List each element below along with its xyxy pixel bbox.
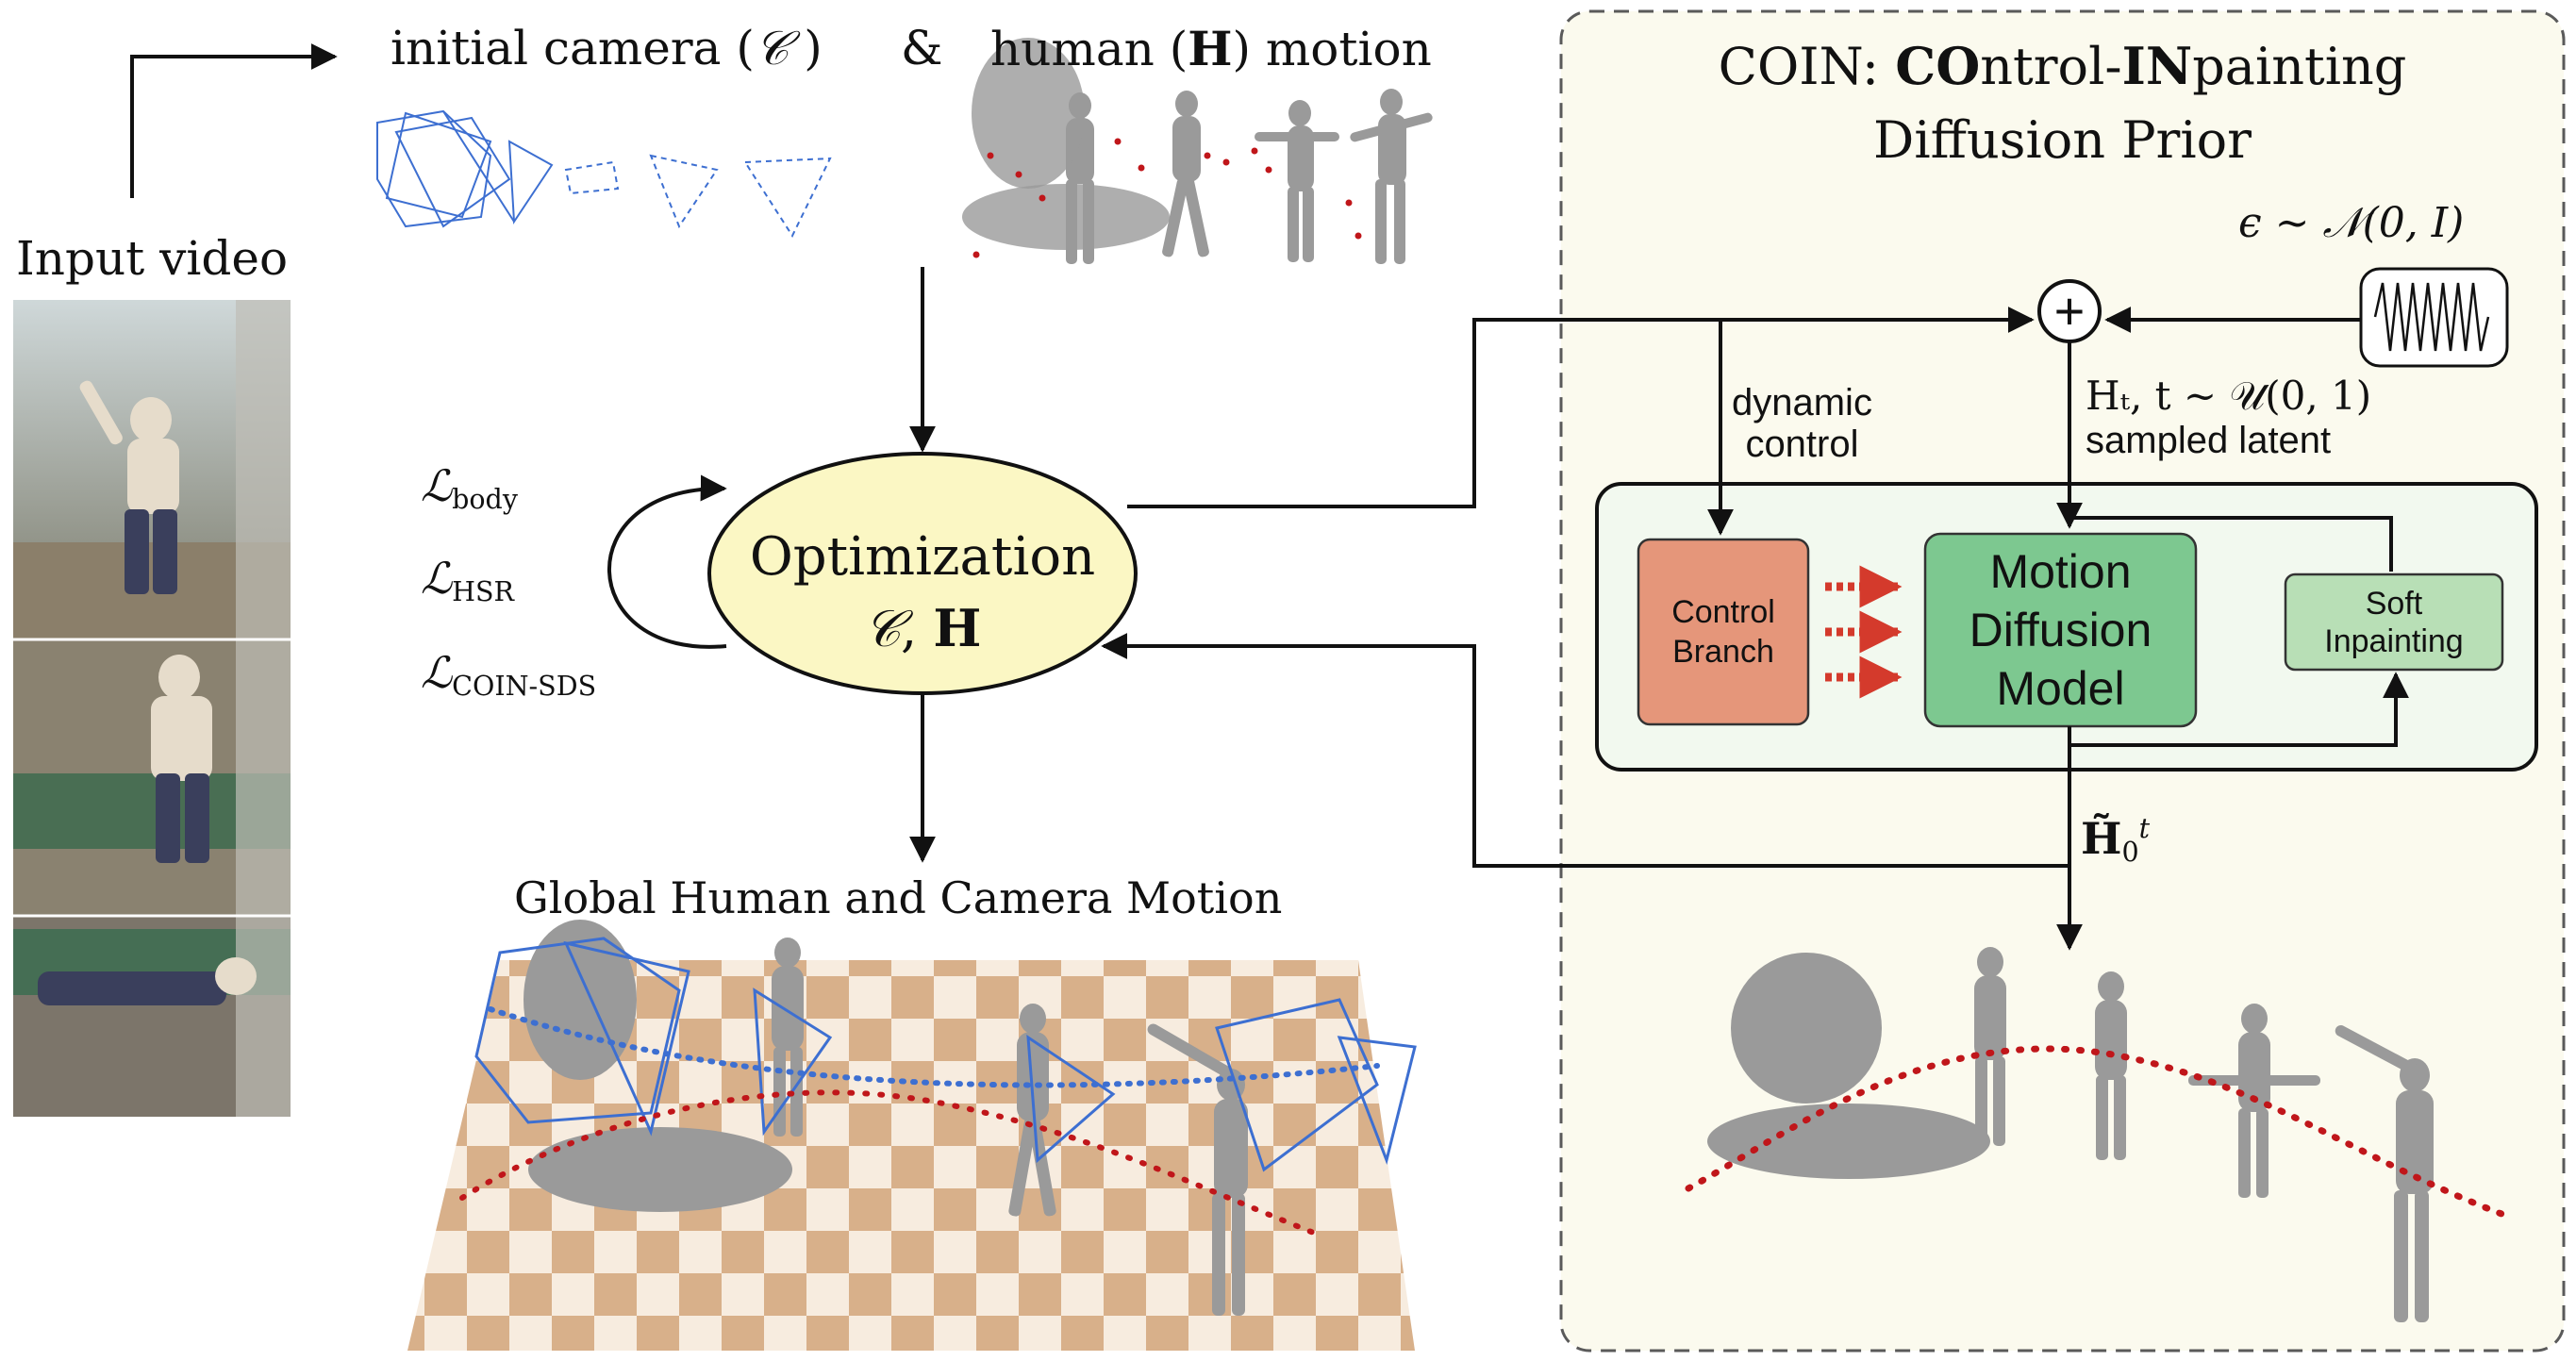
human-symbol: H <box>1188 21 1233 76</box>
control-to-mdm-arrows <box>1825 565 1903 699</box>
soft-inpainting-label: Soft Inpainting <box>2324 585 2464 659</box>
output-camera-frustums <box>474 937 1417 1172</box>
dynamic-control-label: dynamic control <box>1732 382 1872 465</box>
h0-sub: 0 <box>2121 837 2139 869</box>
optimization-title: Optimization <box>749 526 1096 588</box>
coin-title-bold-1: CO <box>1895 36 1981 96</box>
camera-frustum-icon <box>376 109 832 239</box>
noise-label: ϵ ∼ 𝒩(0, I) <box>2238 199 2465 247</box>
connectors <box>130 43 2409 951</box>
loss-hsr-sub: HSR <box>452 575 515 607</box>
optimization-var-c: 𝒞 <box>863 599 901 658</box>
coin-subtitle: Diffusion Prior <box>1873 110 2252 170</box>
loss-coin-sds-sub: COIN-SDS <box>452 670 597 702</box>
control-branch-label: Control Branch <box>1671 594 1775 670</box>
coin-output-meshes <box>1707 947 2434 1322</box>
loss-body: ℒbody <box>421 460 518 515</box>
loss-coin-sds: ℒCOIN-SDS <box>421 647 596 702</box>
loss-body-symbol: ℒ <box>421 460 453 511</box>
loss-body-sub: body <box>452 483 518 515</box>
control-branch-box <box>1637 538 1810 726</box>
soft-inpainting-box <box>2284 573 2504 672</box>
h0-sup: t <box>2138 813 2151 844</box>
video-frames-image <box>13 300 291 1117</box>
human-suffix: ) motion <box>1232 22 1432 76</box>
coin-title-bold-2: IN <box>2121 36 2193 96</box>
loss-hsr-symbol: ℒ <box>421 553 453 604</box>
h0-label: H̃0t <box>2081 813 2150 868</box>
output-trajectories <box>459 1006 1380 1238</box>
human-motion-label: human (H) motion <box>990 21 1432 76</box>
noise-wave-icon <box>2359 267 2509 368</box>
latent-sub-label: sampled latent <box>2086 420 2332 461</box>
trajectory-dots <box>972 138 1362 258</box>
optimization-vars: 𝒞, H <box>709 598 1136 659</box>
latent-label: Hₜ, t ∼ 𝒰(0, 1) <box>2086 373 2372 419</box>
plus-symbol: + <box>2053 281 2086 340</box>
optimization-var-sep: , <box>901 599 934 658</box>
loss-hsr: ℒHSR <box>421 553 514 607</box>
h0-main: H̃ <box>2081 813 2122 865</box>
initial-camera-label: initial camera (𝒞 ) <box>391 21 823 76</box>
checker-floor-image <box>407 960 1415 1351</box>
output-label: Global Human and Camera Motion <box>514 872 1283 923</box>
initial-camera-suffix: ) <box>789 21 823 75</box>
coin-title-prefix: COIN: <box>1718 37 1896 96</box>
coin-title: COIN: COntrol-INpainting <box>1561 36 2564 96</box>
mdm-box <box>1923 532 2198 728</box>
coin-output-trajectory <box>1685 1045 2513 1220</box>
loss-coin-sds-symbol: ℒ <box>421 647 453 698</box>
input-video-label: Input video <box>16 231 289 286</box>
optimization-var-h: H <box>933 598 982 658</box>
mdm-label: Motion Diffusion Model <box>1969 545 2152 715</box>
human-prefix: human ( <box>990 22 1188 76</box>
human-mesh-figure <box>962 38 1433 264</box>
optimization-node <box>707 452 1138 695</box>
ampersand-label: & <box>901 21 943 75</box>
initial-camera-prefix: initial camera ( <box>391 21 755 75</box>
camera-symbol: 𝒞 <box>754 21 789 75</box>
coin-title-suffix: painting <box>2192 37 2407 96</box>
coin-title-mid: ntrol- <box>1980 37 2122 96</box>
